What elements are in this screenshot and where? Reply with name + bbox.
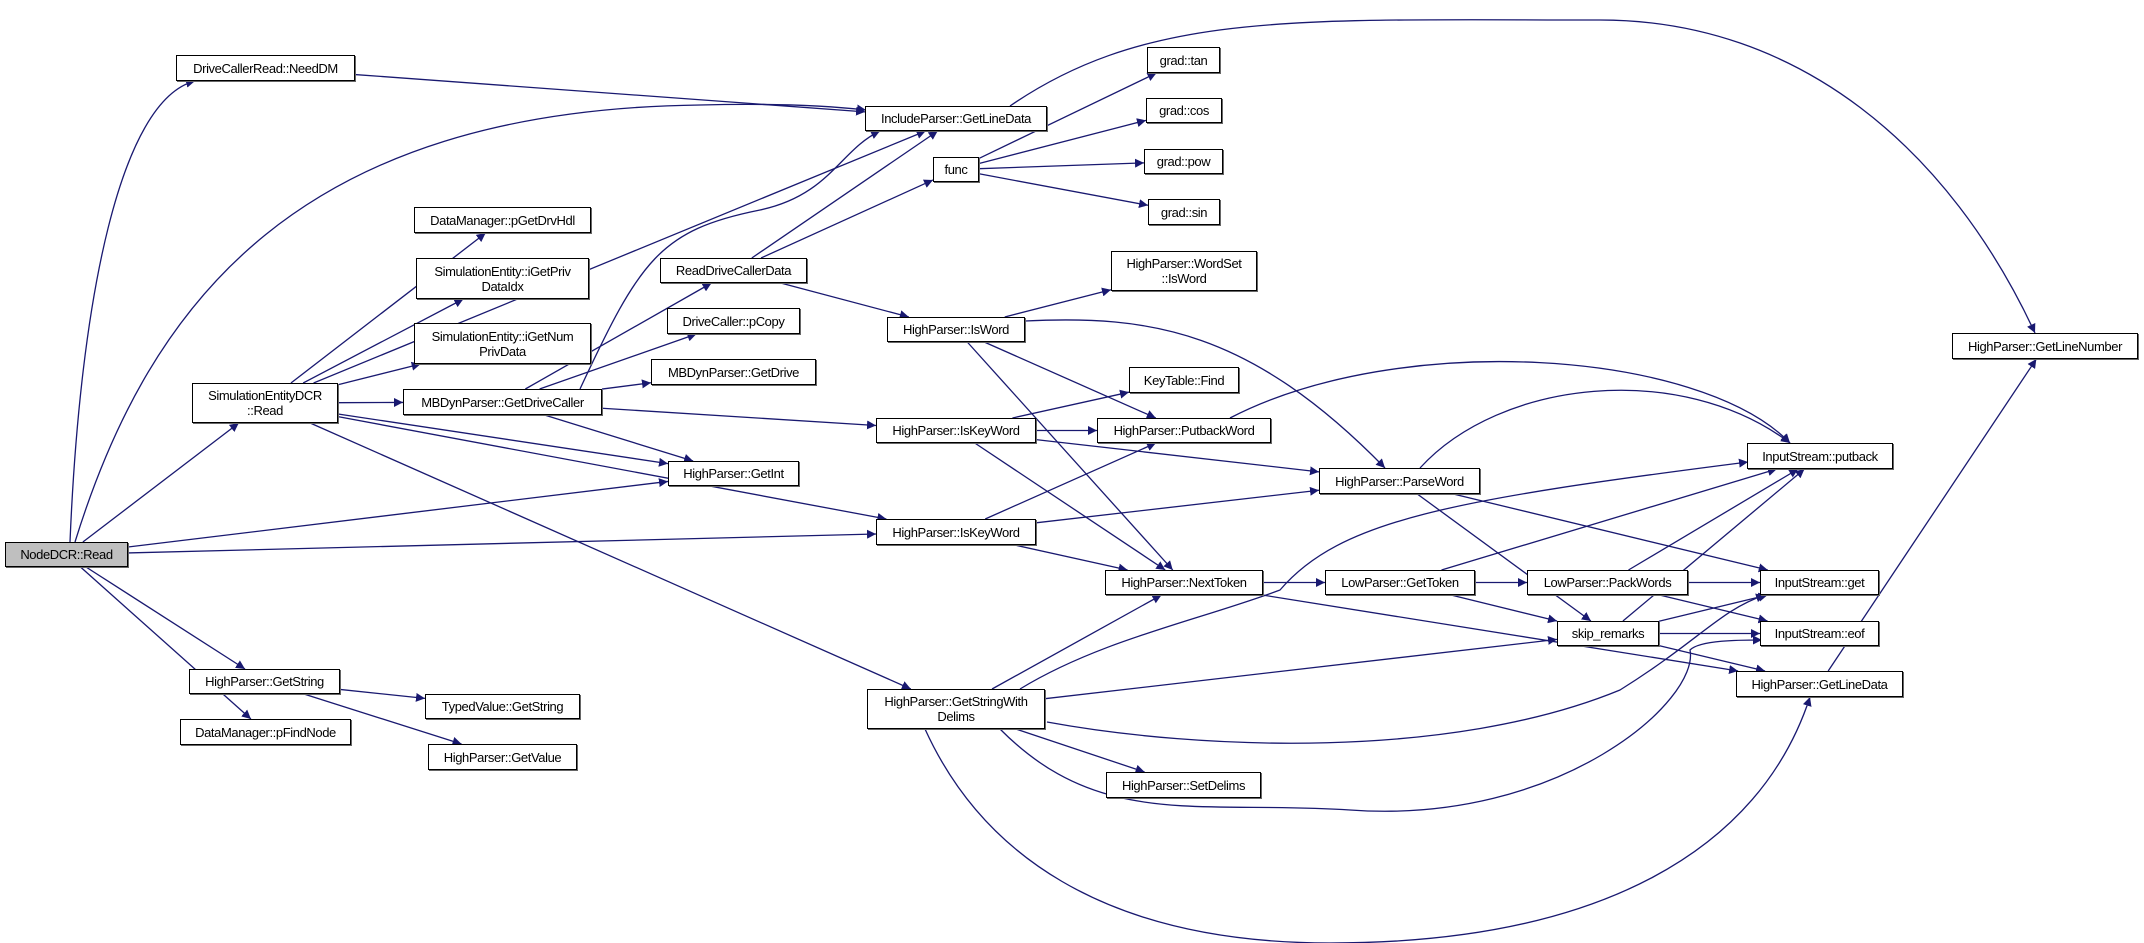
node-setdelims[interactable]: HighParser::SetDelims xyxy=(1106,772,1261,798)
edge-packwords-to-putback xyxy=(1628,468,1799,571)
node-needdm[interactable]: DriveCallerRead::NeedDM xyxy=(176,55,355,81)
edge-nexttoken-to-hp_gld xyxy=(1262,594,1739,675)
node-typedgs[interactable]: TypedValue::GetString xyxy=(425,694,580,719)
edge-isword-to-parseword xyxy=(1024,319,1386,469)
node-igetpriv[interactable]: SimulationEntity::iGetPriv DataIdx xyxy=(416,258,589,299)
node-putback[interactable]: InputStream::putback xyxy=(1747,443,1893,469)
edge-iskw1-to-parseword xyxy=(1035,438,1320,476)
edge-getdrivecaller-to-iskw1 xyxy=(601,407,877,430)
node-isword[interactable]: HighParser::IsWord xyxy=(887,317,1025,342)
edge-skip-to-get xyxy=(1658,592,1768,622)
edge-gsd-to-eof xyxy=(999,635,1763,812)
node-iskw1[interactable]: HighParser::IsKeyWord xyxy=(876,418,1036,443)
node-igetnum[interactable]: SimulationEntity::iGetNum PrivData xyxy=(414,323,591,364)
edge-func-to-cos xyxy=(978,118,1147,165)
node-getvalue[interactable]: HighParser::GetValue xyxy=(428,744,577,770)
edge-gettoken-to-putback xyxy=(1441,467,1778,571)
edge-parseword-to-get xyxy=(1453,493,1768,573)
node-skip[interactable]: skip_remarks xyxy=(1557,621,1659,646)
node-getdrive[interactable]: MBDynParser::GetDrive xyxy=(651,359,816,385)
node-cos[interactable]: grad::cos xyxy=(1146,98,1222,123)
edge-readdcd-to-incl_gld xyxy=(751,130,939,259)
edge-simdcr-to-igetpriv xyxy=(302,298,464,384)
node-parseword[interactable]: HighParser::ParseWord xyxy=(1319,468,1480,494)
edge-parseword-to-skip xyxy=(1416,493,1592,622)
edge-getstring-to-getvalue xyxy=(303,693,462,746)
edge-nodedcr-to-incl_gld xyxy=(74,103,867,543)
edge-gsd-to-setdelims xyxy=(1015,728,1145,774)
edge-gsd-to-get xyxy=(1046,593,1766,744)
edge-nodedcr-to-needdm xyxy=(69,78,196,543)
edge-gsd-to-nexttoken xyxy=(991,594,1162,690)
edge-skip-to-putback xyxy=(1622,468,1805,622)
edge-func-to-pow xyxy=(978,158,1145,170)
edge-readdcd-to-func xyxy=(760,179,934,259)
edge-gettoken-to-skip xyxy=(1450,594,1558,624)
edge-getstring-to-typedgs xyxy=(339,688,426,702)
edge-getdrivecaller-to-pcopy xyxy=(539,332,697,390)
node-keyfind[interactable]: KeyTable::Find xyxy=(1129,367,1239,393)
node-incl-gld[interactable]: IncludeParser::GetLineData xyxy=(865,106,1047,131)
edge-gsd-to-hp_gld xyxy=(924,696,1812,943)
node-getlinenumber[interactable]: HighParser::GetLineNumber xyxy=(1952,333,2138,359)
node-pgetdrvhdl[interactable]: DataManager::pGetDrvHdl xyxy=(414,207,591,233)
edge-func-to-tan xyxy=(978,72,1157,160)
node-nodedcr: NodeDCR::Read xyxy=(5,542,128,567)
edge-getdrivecaller-to-getint xyxy=(544,414,694,463)
edge-func-to-sin xyxy=(978,173,1149,209)
edge-skip-to-hp_gld xyxy=(1658,645,1766,674)
node-gettoken[interactable]: LowParser::GetToken xyxy=(1325,570,1475,595)
edge-iskw1-to-keyfind xyxy=(1012,389,1130,419)
edge-gsd-to-skip xyxy=(1044,635,1558,700)
edge-parseword-to-putback xyxy=(1419,389,1791,469)
node-pcopy[interactable]: DriveCaller::pCopy xyxy=(667,308,800,334)
node-putbackword[interactable]: HighParser::PutbackWord xyxy=(1097,418,1271,443)
node-hp-gld[interactable]: HighParser::GetLineData xyxy=(1736,671,1903,697)
node-simdcr[interactable]: SimulationEntityDCR ::Read xyxy=(192,383,338,423)
edge-readdcd-to-isword xyxy=(780,282,910,320)
node-wordset[interactable]: HighParser::WordSet ::IsWord xyxy=(1111,251,1257,291)
edge-nodedcr-to-simdcr xyxy=(82,422,240,543)
edge-getdrivecaller-to-getdrive xyxy=(601,379,652,390)
edge-isword-to-nexttoken xyxy=(966,341,1174,571)
edge-isword-to-wordset xyxy=(1004,287,1112,318)
node-func[interactable]: func xyxy=(933,157,979,182)
edge-iskw2-to-nexttoken xyxy=(1014,544,1128,573)
edge-simdcr-to-gsd xyxy=(309,422,912,690)
edge-nodedcr-to-getstring xyxy=(85,566,246,670)
edge-nodedcr-to-pfindnode xyxy=(80,566,252,720)
node-getint[interactable]: HighParser::GetInt xyxy=(668,461,799,486)
node-getstring[interactable]: HighParser::GetString xyxy=(189,669,340,694)
edge-nodedcr-to-getint xyxy=(127,478,669,548)
edge-simdcr-to-igetnum xyxy=(337,361,421,386)
edge-iskw2-to-parseword xyxy=(1035,486,1320,524)
edge-simdcr-to-iskw2 xyxy=(337,415,887,522)
node-getdrivecaller[interactable]: MBDynParser::GetDriveCaller xyxy=(403,389,602,415)
edge-isword-to-putbackword xyxy=(983,341,1157,419)
node-packwords[interactable]: LowParser::PackWords xyxy=(1527,570,1688,595)
edge-nodedcr-to-iskw2 xyxy=(127,529,877,554)
node-readdcd[interactable]: ReadDriveCallerData xyxy=(660,258,807,283)
node-pfindnode[interactable]: DataManager::pFindNode xyxy=(180,719,351,745)
node-tan[interactable]: grad::tan xyxy=(1147,47,1220,73)
edge-gsd-to-putback xyxy=(1019,458,1749,690)
node-pow[interactable]: grad::pow xyxy=(1144,149,1223,174)
node-sin[interactable]: grad::sin xyxy=(1148,199,1220,225)
edge-simdcr-to-getint xyxy=(337,413,669,467)
node-iskw2[interactable]: HighParser::IsKeyWord xyxy=(876,519,1036,545)
edge-hp_gld-to-getlinenumber xyxy=(1827,358,2037,672)
edge-putbackword-to-putback xyxy=(1229,360,1791,444)
edge-iskw2-to-putbackword xyxy=(984,442,1157,520)
edge-getdrivecaller-to-incl_gld xyxy=(579,130,881,390)
node-nexttoken[interactable]: HighParser::NextToken xyxy=(1105,570,1263,595)
node-get[interactable]: InputStream::get xyxy=(1760,570,1879,595)
edge-needdm-to-incl_gld xyxy=(354,73,866,116)
edge-getdrivecaller-to-readdcd xyxy=(525,282,712,390)
node-eof[interactable]: InputStream::eof xyxy=(1760,621,1879,646)
edge-incl_gld-to-getlinenumber xyxy=(1009,19,2036,334)
edge-iskw1-to-nexttoken xyxy=(974,442,1166,571)
node-gsd[interactable]: HighParser::GetStringWith Delims xyxy=(867,689,1045,729)
